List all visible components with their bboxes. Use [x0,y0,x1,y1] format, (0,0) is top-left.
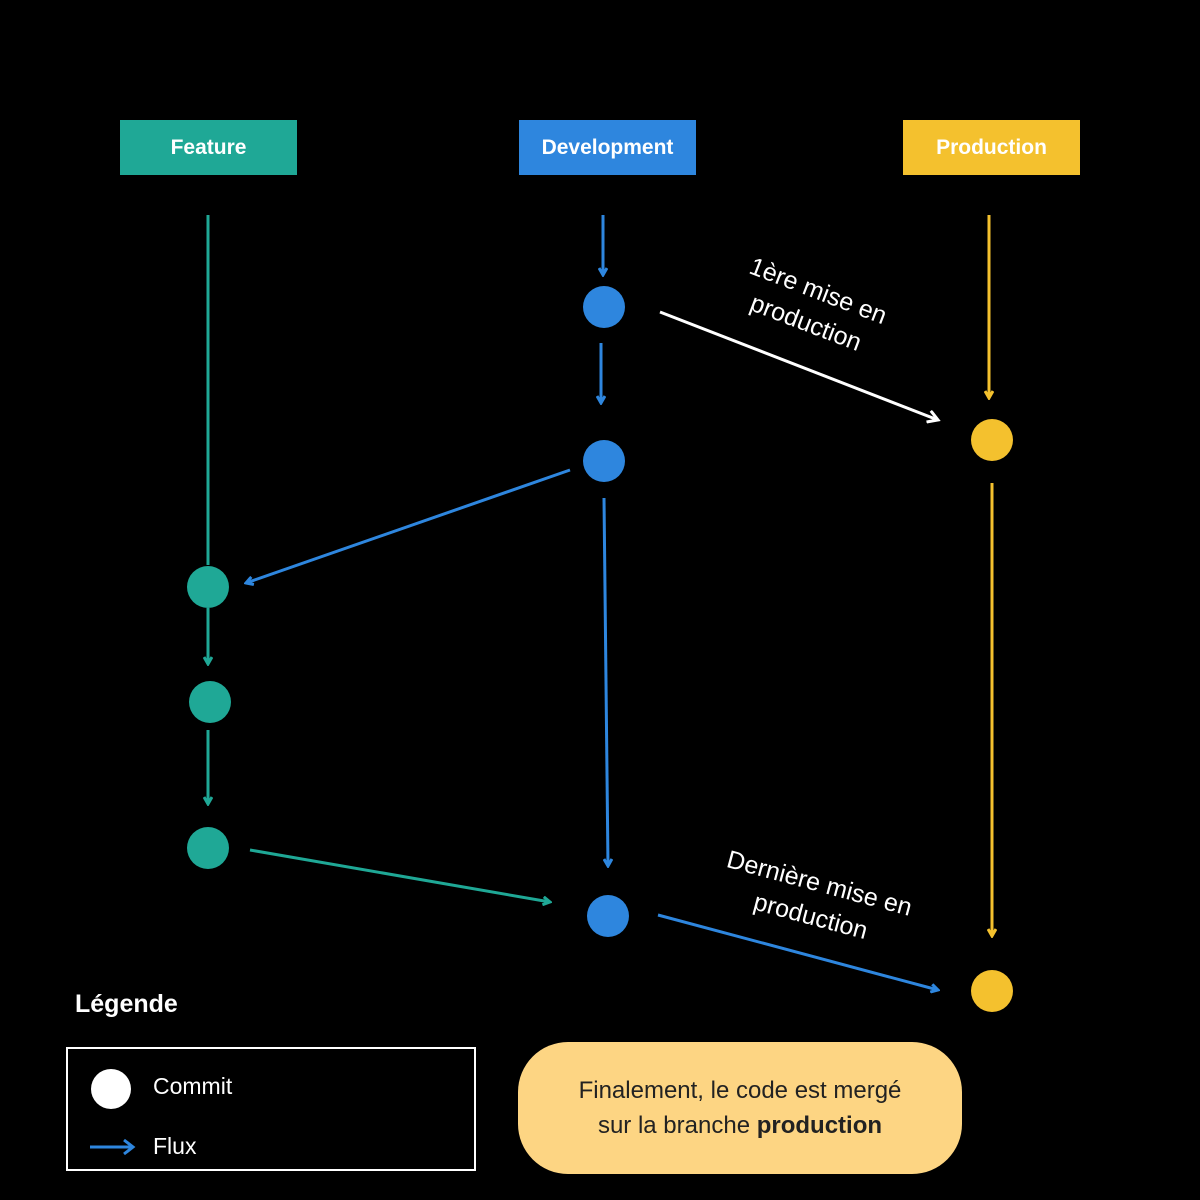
branch-label-feature: Feature [120,120,297,175]
development-flow-arrow [602,497,608,866]
callout-line2-bold: production [756,1112,883,1139]
callout-line1: Finalement, le code est mergé [578,1077,902,1104]
legend-box: Commit Flux [66,1047,476,1171]
production-commit-node [971,419,1013,461]
branch-label-production: Production [903,120,1080,175]
commit-legend-label: Commit [153,1073,233,1099]
callout-line2: sur la branche production [598,1108,882,1143]
production-commit-node [971,970,1013,1012]
commit-legend-icon [91,1069,131,1109]
legend-title: Légende [75,990,178,1018]
callout-line2-prefix: sur la branche [597,1112,757,1139]
feature-to-development-arrow [249,848,550,902]
flux-arrow-icon [90,1138,136,1156]
branch-label-production-text: Production [936,135,1047,159]
development-commit-node [583,440,625,482]
development-commit-node [583,286,625,328]
branch-label-feature-text: Feature [170,135,247,159]
branch-label-development-text: Development [541,135,674,159]
feature-commit-node [187,566,229,608]
last-release-merge-arrow [657,913,938,990]
feature-commit-node [189,681,231,723]
first-release-merge-arrow [659,310,938,420]
branch-label-development: Development [519,120,696,175]
flux-legend-label: Flux [153,1133,197,1159]
conclusion-callout: Finalement, le code est mergé sur la bra… [518,1042,962,1174]
feature-commit-node [187,827,229,869]
development-to-feature-arrow [246,468,571,583]
development-commit-node [587,895,629,937]
